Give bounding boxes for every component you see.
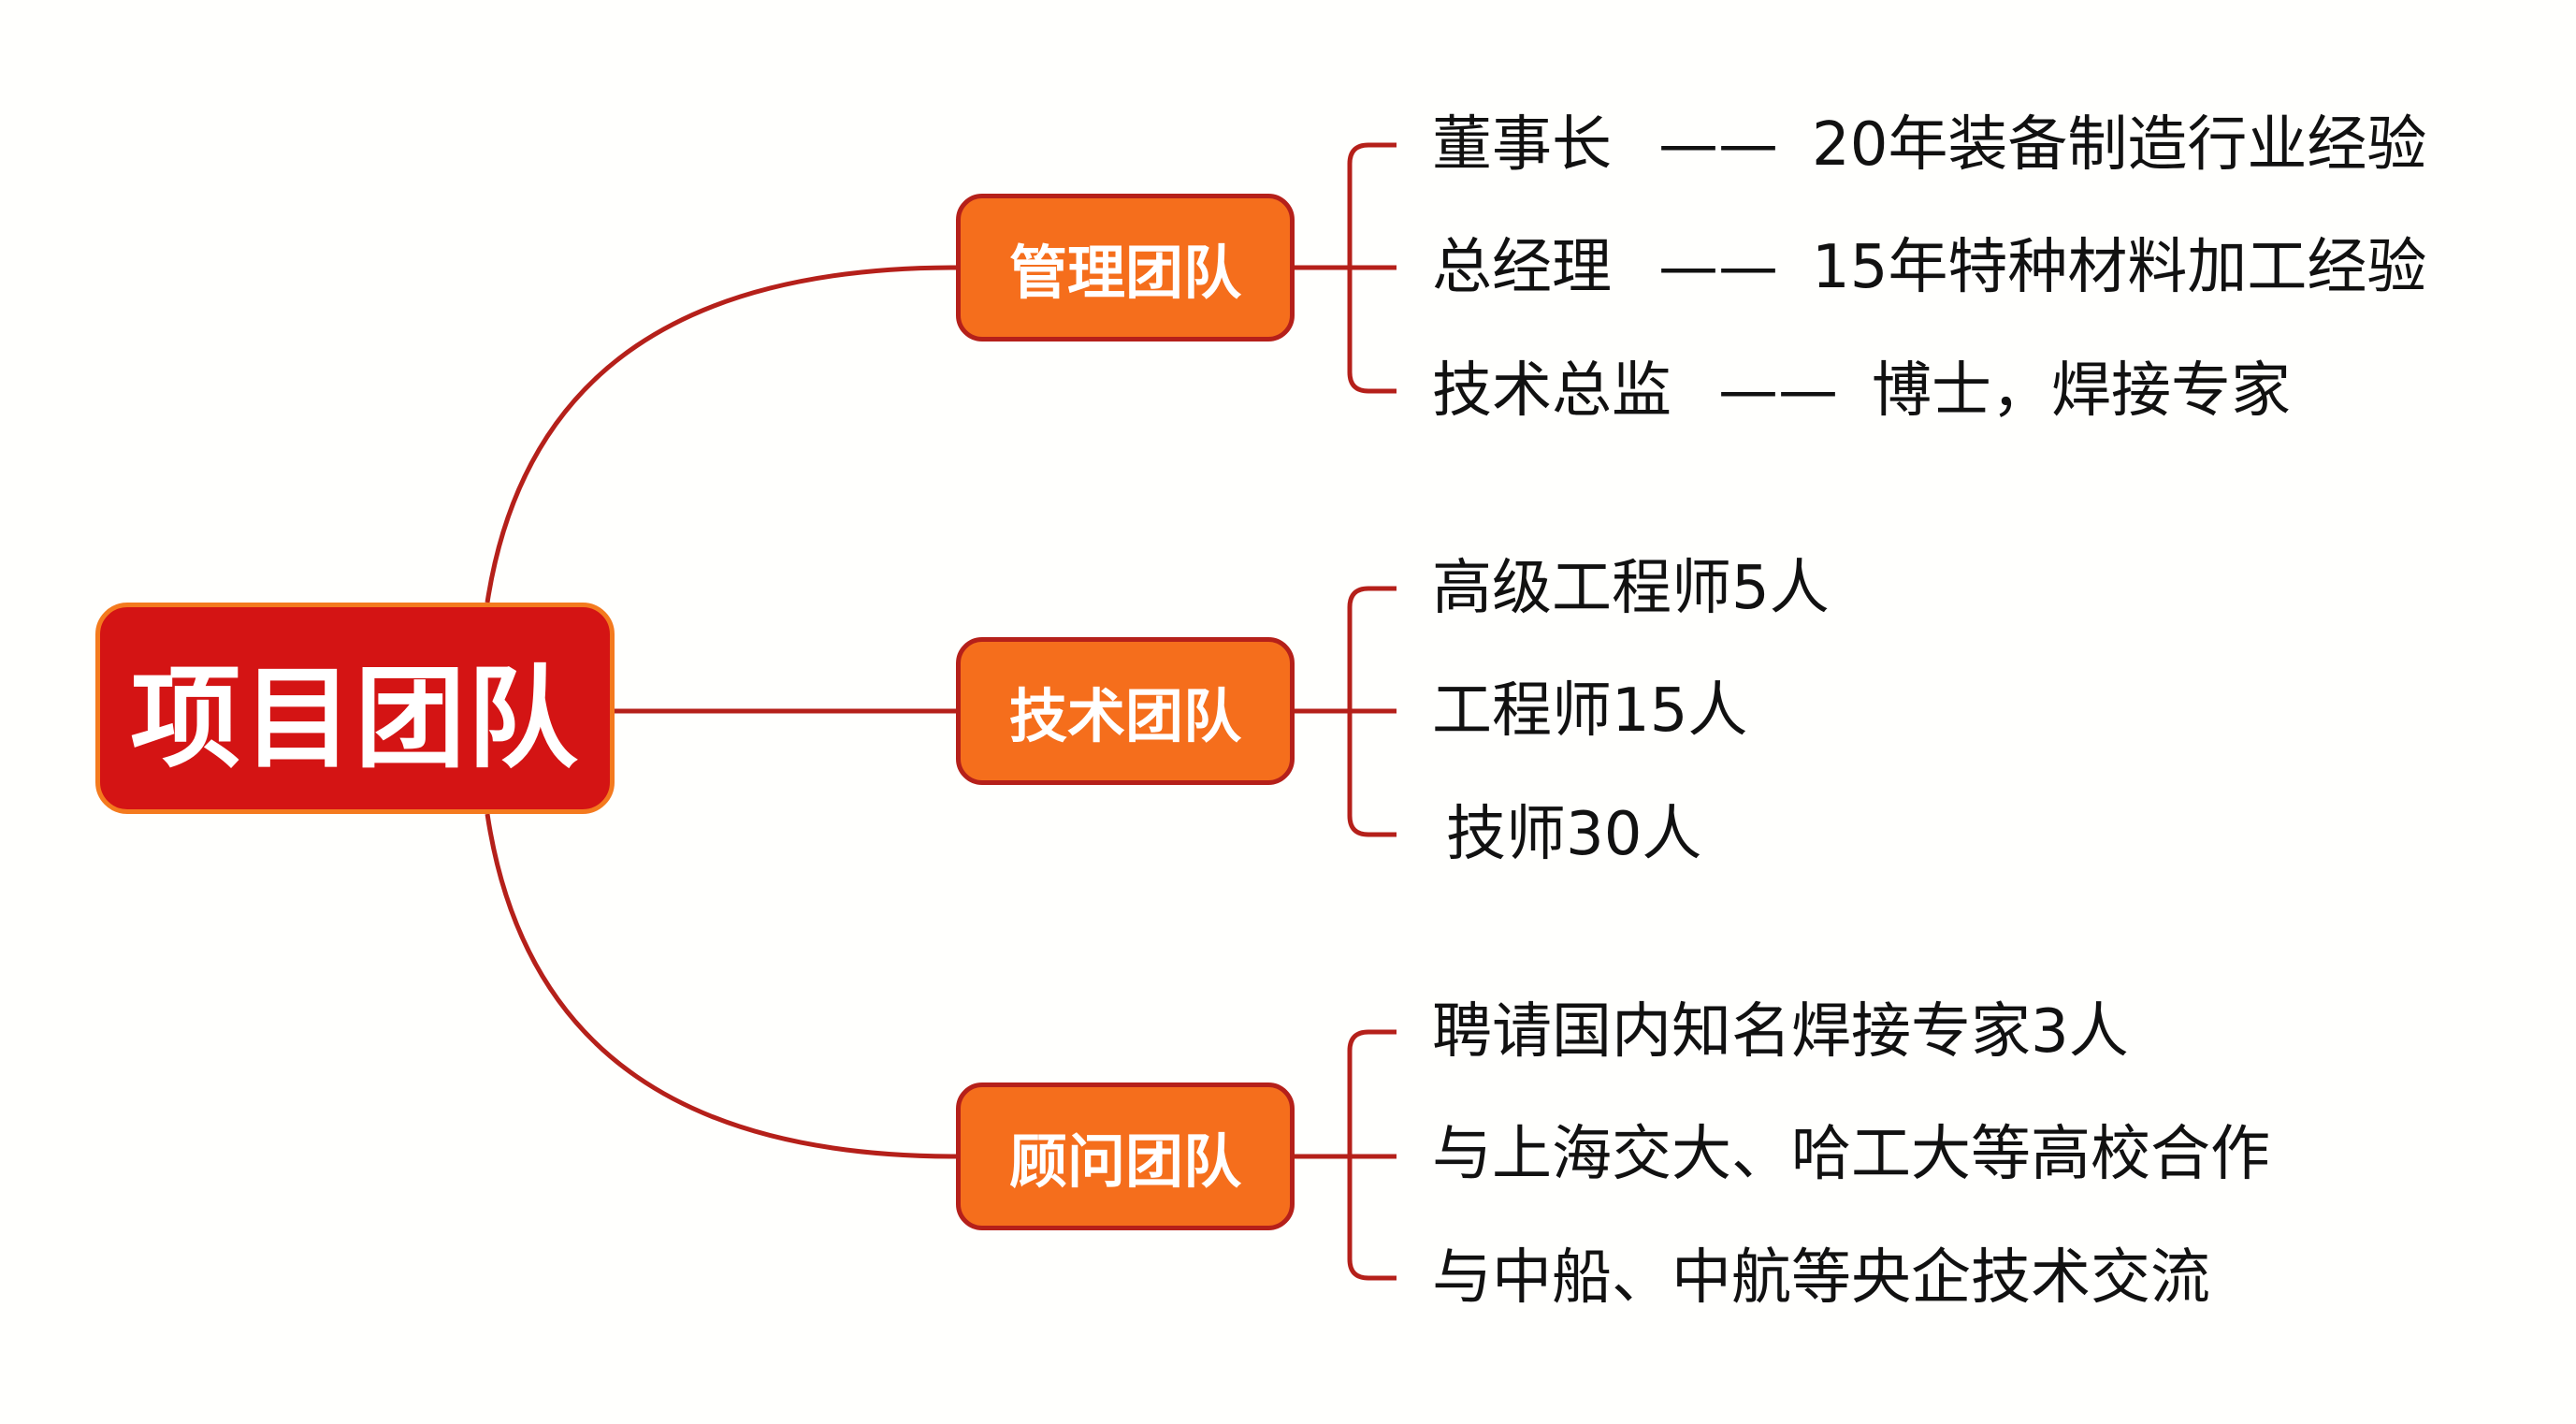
- leaf-detail: 20年装备制造行业经验: [1812, 110, 2427, 180]
- leaf-experts: 聘请国内知名焊接专家3人: [1432, 997, 2129, 1067]
- leaf-role: 总经理: [1432, 233, 1612, 302]
- leaf-technical-director: 技术总监 —— 博士，焊接专家: [1432, 349, 2291, 433]
- leaf-detail: 15年特种材料加工经验: [1812, 233, 2427, 302]
- leaf-role: 技术总监: [1432, 356, 1672, 426]
- bracket-advisory: [1295, 1029, 1397, 1281]
- leaf-separator: ——: [1718, 356, 1838, 426]
- bracket-management: [1295, 142, 1397, 394]
- leaf-soe-exchange: 与中船、中航等央企技术交流: [1432, 1243, 2210, 1313]
- leaf-general-manager: 总经理 —— 15年特种材料加工经验: [1432, 225, 2426, 310]
- leaf-technicians: 技师30人: [1446, 800, 1702, 869]
- leaf-separator: ——: [1658, 233, 1778, 302]
- leaf-university-cooperation: 与上海交大、哈工大等高校合作: [1432, 1120, 2270, 1189]
- branch-management: 管理团队: [956, 194, 1295, 341]
- connector-root-management: [485, 265, 957, 603]
- branch-technical: 技术团队: [956, 637, 1295, 785]
- leaf-engineers: 工程师15人: [1432, 676, 1748, 746]
- leaf-senior-engineers: 高级工程师5人: [1432, 554, 1830, 623]
- connector-root-advisory: [485, 813, 957, 1159]
- leaf-role: 董事长: [1432, 110, 1612, 180]
- root-node: 项目团队: [95, 603, 615, 814]
- leaf-separator: ——: [1658, 110, 1778, 180]
- leaf-chairman: 董事长 —— 20年装备制造行业经验: [1432, 103, 2426, 187]
- leaf-detail: 博士，焊接专家: [1872, 356, 2291, 426]
- branch-advisory: 顾问团队: [956, 1083, 1295, 1230]
- bracket-technical: [1295, 586, 1397, 837]
